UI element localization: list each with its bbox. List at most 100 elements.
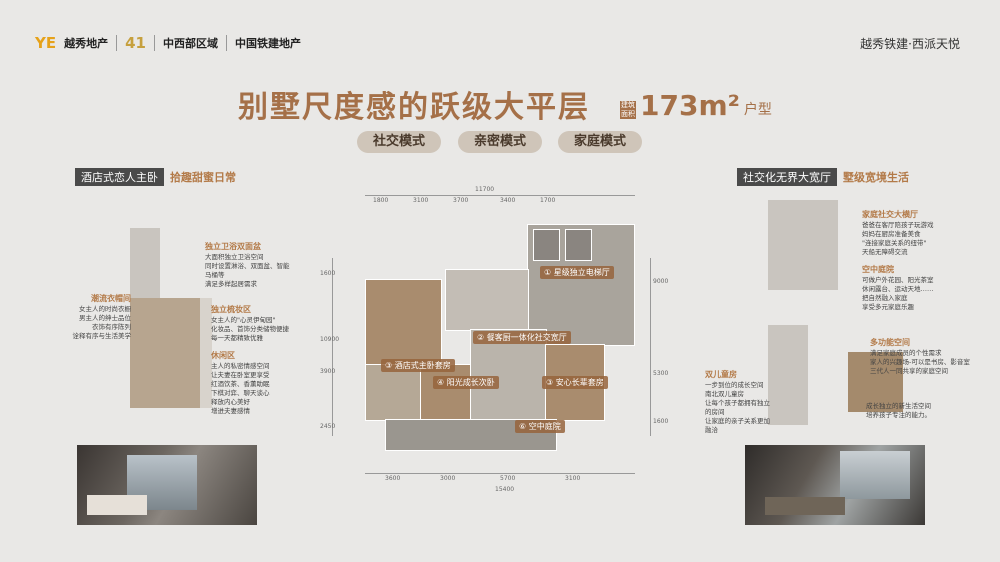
right-section-tag: 社交化无界大宽厅 墅级宽境生活 — [737, 168, 909, 186]
dim-line-bottom — [365, 473, 635, 474]
master-bedroom — [365, 364, 422, 421]
page-title: 别墅尺度感的跃级大平层 — [238, 90, 590, 125]
logo-divider — [225, 35, 227, 51]
callout-vanity-body: 女主人的"心灵伊甸园" 化妆品、首饰分类储物便捷 每一天都精致优雅 — [211, 316, 289, 342]
callout-study-body: 成长独立的新生活空间 培养孩子专注的能力。 — [866, 402, 931, 419]
dim-line-left — [332, 258, 333, 436]
callout-flex-title: 多功能空间 — [870, 338, 910, 347]
window-view — [840, 451, 910, 499]
dim-left-1: 1600 — [320, 270, 336, 277]
callout-living: 家庭社交大横厅 爸爸在客厅陪孩子玩游戏 妈妈在厨房准备美食 "连接家庭关系的纽带… — [862, 210, 952, 257]
header-logos: YE 越秀地产 41 中西部区域 中国铁建地产 — [35, 33, 301, 53]
dim-right-1: 9000 — [653, 278, 669, 285]
label-social-hall: ② 餐客厨一体化社交宽厅 — [473, 331, 571, 344]
living-hall-plan — [768, 200, 838, 290]
mode-intimate-button[interactable]: 亲密模式 — [458, 131, 542, 153]
master-bath-plan — [130, 228, 160, 298]
callout-living-body: 爸爸在客厅陪孩子玩游戏 妈妈在厨房准备美食 "连接家庭关系的纽带" 天船无障碍交… — [862, 221, 934, 256]
master-bedroom-photo — [77, 445, 257, 525]
dim-bottom-2: 3000 — [440, 475, 456, 482]
label-elevator-hall: ① 星级独立电梯厅 — [540, 266, 614, 279]
left-section-label: 酒店式恋人主卧 — [75, 168, 164, 186]
dim-left-2: 3900 — [320, 368, 336, 375]
callout-kids-title: 双儿童房 — [705, 370, 737, 379]
label-second-bedroom: ④ 阳光成长次卧 — [433, 376, 499, 389]
callout-flex-body: 满足家庭成员的个性需求 家人的兴趣场-可以是书房、影音室 三代人一同共享的家庭空… — [870, 349, 970, 375]
flex-room-plan — [848, 352, 903, 412]
callout-wardrobe-body: 女主人的时尚衣橱 男主人的绅士品位 衣饰有序陈列 诠释有序与生活美学 — [72, 305, 132, 340]
dim-top-5: 1700 — [540, 197, 556, 204]
mode-family-button[interactable]: 家庭模式 — [558, 131, 642, 153]
callout-kids-body: 一步到位的成长空间 南北双儿童房 让每个孩子都拥有独立的房间 让家庭的亲子关系更… — [705, 381, 770, 434]
dim-bottom-1: 3600 — [385, 475, 401, 482]
master-wall-plan — [200, 298, 212, 408]
dim-right-3: 1600 — [653, 418, 669, 425]
callout-lounge: 休闲区 主人的私密情感空间 让夫妻在卧室更享受 红酒饮茶、香薰助眠 下棋对弈、聊… — [211, 351, 296, 416]
elevator-shaft — [565, 229, 592, 261]
dim-left-total: 10900 — [320, 336, 340, 343]
right-dims: 9000 5300 1600 — [648, 258, 668, 438]
logo-divider — [153, 35, 155, 51]
master-bedroom-plan — [130, 298, 200, 408]
label-sky-garden: ⑥ 空中庭院 — [515, 420, 565, 433]
region-logo: 中西部区域 — [162, 37, 218, 50]
dim-bottom-3: 5700 — [500, 475, 516, 482]
callout-wardrobe-title: 潮流衣帽间 — [91, 294, 131, 303]
second-bedroom — [420, 364, 472, 421]
callout-lounge-title: 休闲区 — [211, 351, 235, 360]
dim-top-3: 3700 — [453, 197, 469, 204]
left-dims: 1600 10900 3900 2450 — [320, 258, 339, 438]
dim-bottom-total: 15400 — [495, 486, 515, 493]
callout-vanity: 独立梳妆区 女主人的"心灵伊甸园" 化妆品、首饰分类储物便捷 每一天都精致优雅 — [211, 305, 296, 343]
callout-vanity-title: 独立梳妆区 — [211, 305, 251, 314]
area-tag: 建筑面积 173m² 户型 — [620, 89, 772, 122]
dim-top-4: 3400 — [500, 197, 516, 204]
yuexiu-logo-text: 越秀地产 — [64, 37, 109, 50]
living-room-photo — [745, 445, 925, 525]
dim-left-3: 2450 — [320, 423, 336, 430]
callout-flex: 多功能空间 满足家庭成员的个性需求 家人的兴趣场-可以是书房、影音室 三代人一同… — [870, 338, 970, 376]
area-label: 建筑面积 — [620, 101, 636, 119]
sky-garden — [385, 419, 557, 451]
callout-garden: 空中庭院 可做户外花园、阳光茶室 休闲露台、运动天地…… 把自然融入家庭 享受多… — [862, 265, 952, 312]
project-brand: 越秀铁建·西派天悦 — [860, 37, 960, 51]
callout-wardrobe: 潮流衣帽间 女主人的时尚衣橱 男主人的绅士品位 衣饰有序陈列 诠释有序与生活美学 — [66, 294, 132, 341]
right-section-slogan: 墅级宽境生活 — [843, 171, 909, 184]
bed-shape — [87, 495, 147, 515]
area-value: 173m² — [640, 89, 740, 122]
callout-bath: 独立卫浴双面盆 大面积独立卫浴空间 同时设置淋浴、双面盆、智能马桶等 满足多样起… — [205, 242, 290, 289]
mode-social-button[interactable]: 社交模式 — [357, 131, 441, 153]
dim-line-right — [650, 258, 651, 436]
anniversary-logo: 41 — [125, 34, 146, 52]
crcc-logo: 中国铁建地产 — [234, 37, 301, 50]
callout-kids: 双儿童房 一步到位的成长空间 南北双儿童房 让每个孩子都拥有独立的房间 让家庭的… — [705, 370, 775, 435]
callout-garden-body: 可做户外花园、阳光茶室 休闲露台、运动天地…… 把自然融入家庭 享受多元家庭乐趣 — [862, 276, 934, 311]
callout-bath-body: 大面积独立卫浴空间 同时设置淋浴、双面盆、智能马桶等 满足多样起居需求 — [205, 253, 290, 288]
living-room — [470, 329, 547, 421]
dim-line-top — [365, 195, 635, 196]
sofa-shape — [765, 497, 845, 515]
callout-garden-title: 空中庭院 — [862, 265, 894, 274]
callout-bath-title: 独立卫浴双面盆 — [205, 242, 261, 251]
callout-living-title: 家庭社交大横厅 — [862, 210, 918, 219]
label-master-suite: ③ 酒店式主卧套房 — [381, 359, 455, 372]
master-suite — [365, 279, 442, 366]
label-elder-suite: ③ 安心长辈套房 — [542, 376, 608, 389]
floor-plan: ① 星级独立电梯厅 ② 餐客厨一体化社交宽厅 ③ 酒店式主卧套房 ④ 阳光成长次… — [365, 224, 655, 464]
dim-bottom-4: 3100 — [565, 475, 581, 482]
area-unit: 户型 — [743, 102, 772, 118]
dim-right-2: 5300 — [653, 370, 669, 377]
dim-top-total: 11700 — [475, 186, 495, 193]
dim-top-2: 3100 — [413, 197, 429, 204]
bottom-dims: 3600 3000 5700 3100 15400 — [365, 470, 635, 494]
left-section-tag: 酒店式恋人主卧 拾趣甜蜜日常 — [75, 168, 236, 186]
logo-divider — [116, 35, 118, 51]
elevator-shaft — [533, 229, 560, 261]
yuexiu-logo-mark: YE — [35, 34, 57, 52]
kitchen-dining — [445, 269, 529, 331]
left-section-slogan: 拾趣甜蜜日常 — [170, 171, 236, 184]
kids-rooms-plan — [768, 325, 808, 425]
callout-lounge-body: 主人的私密情感空间 让夫妻在卧室更享受 红酒饮茶、香薰助眠 下棋对弈、聊天谈心 … — [211, 362, 270, 415]
dim-top-1: 1800 — [373, 197, 389, 204]
right-section-label: 社交化无界大宽厅 — [737, 168, 837, 186]
